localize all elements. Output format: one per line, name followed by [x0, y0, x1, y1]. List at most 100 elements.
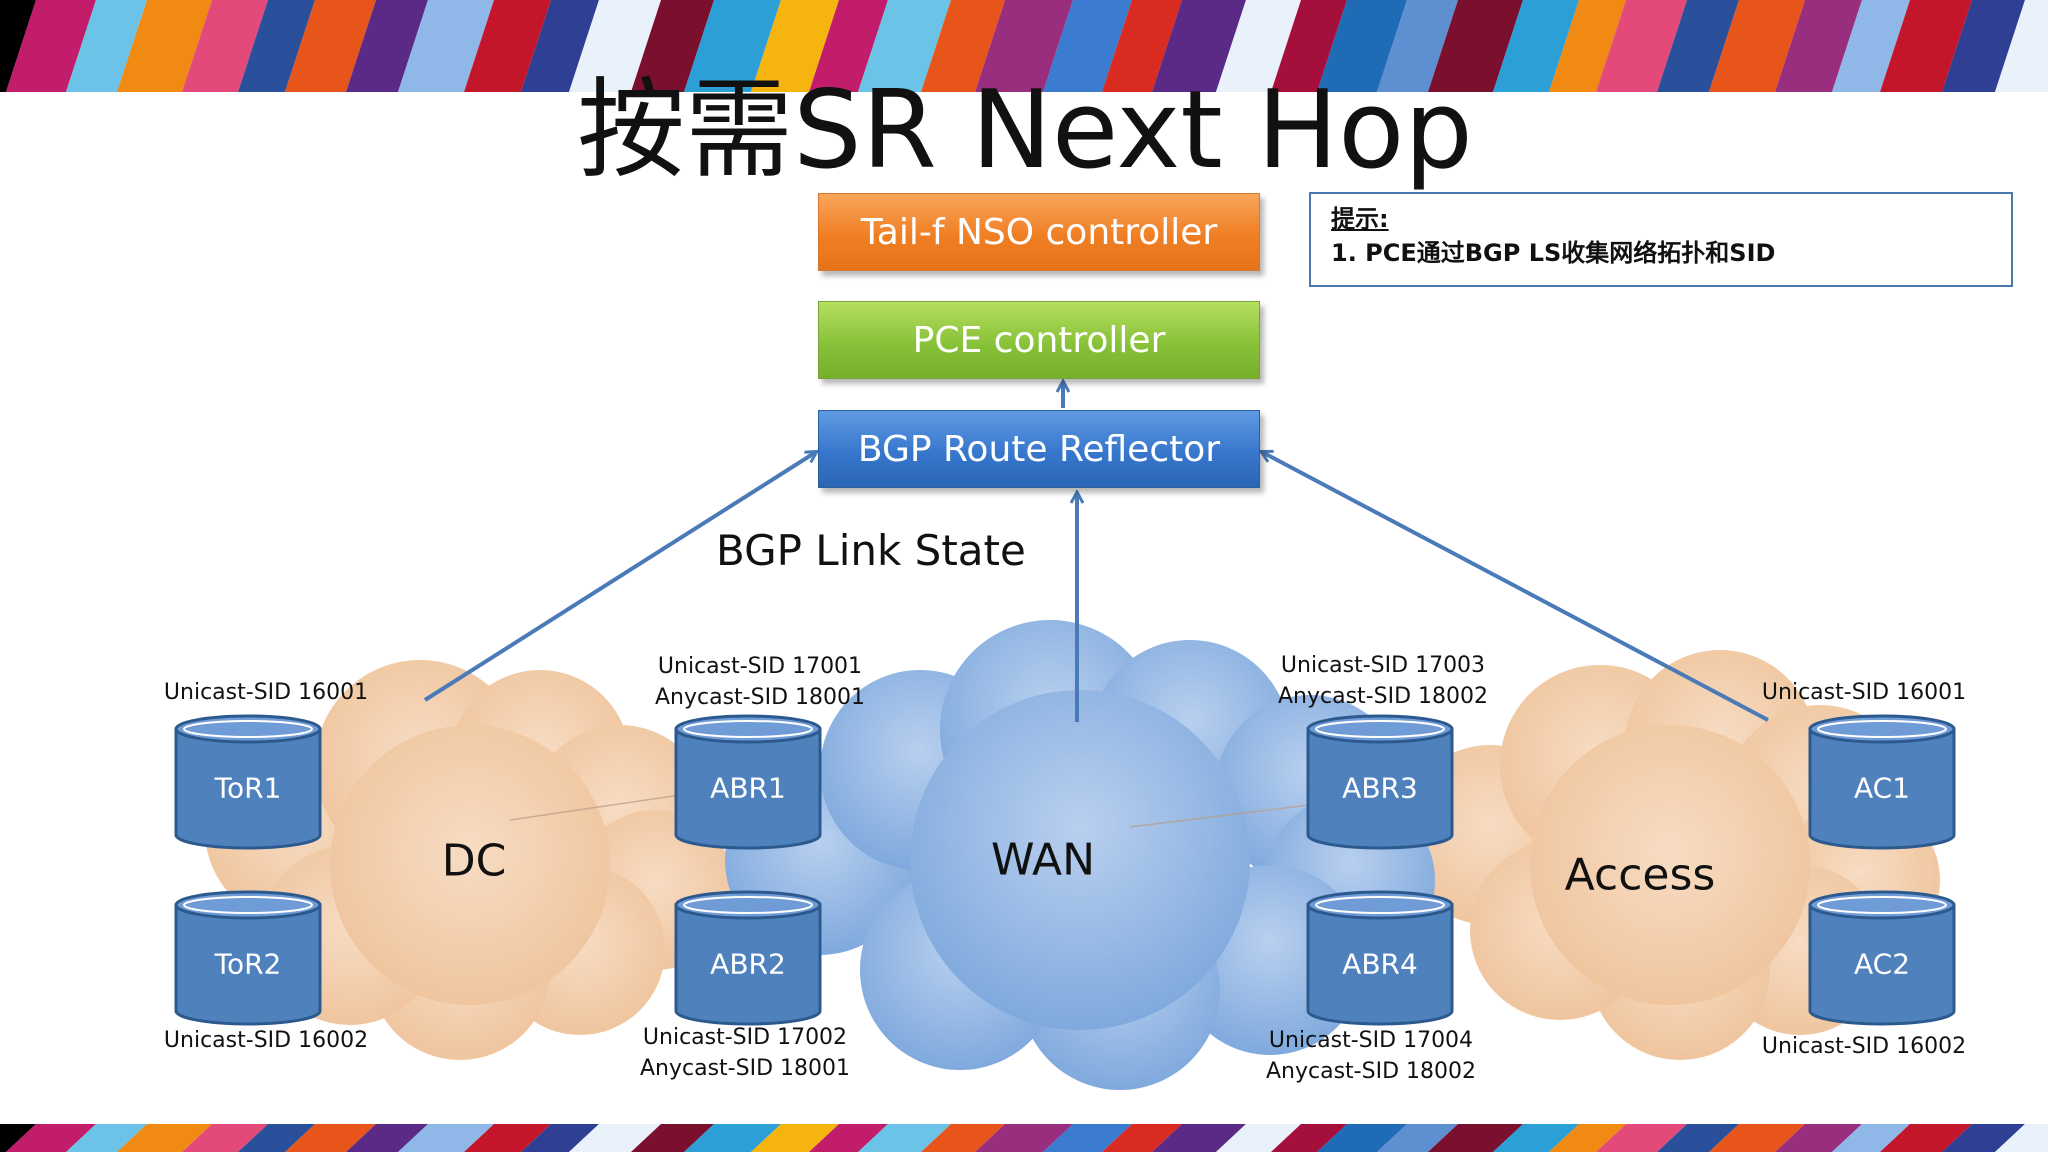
stripe-segment: [346, 1124, 428, 1152]
stripe-segment: [858, 0, 951, 92]
sid-abr4-anycast: Anycast-SID 18002: [1266, 1059, 1476, 1084]
stripe-segment: [1043, 1124, 1132, 1152]
stripe-segment: [66, 1124, 147, 1152]
stripe-segment: [1942, 1124, 2025, 1152]
stripe-segment: [66, 0, 147, 92]
stripe-segment: [1549, 0, 1626, 92]
arrow-access-to-rr: [1262, 452, 1769, 722]
sid-abr4-unicast: Unicast-SID 17004: [1268, 1028, 1474, 1053]
cylinder-ac2: [1808, 890, 1956, 1026]
sid-ac1: Unicast-SID 16001: [1761, 680, 1967, 705]
stripe-segment: [1880, 0, 1972, 92]
node-abr2: ABR2: [710, 947, 786, 981]
stripe-segment: [684, 0, 781, 92]
internal-links: [509, 794, 1311, 828]
sid-abr3-anycast: Anycast-SID 18002: [1278, 684, 1488, 709]
stripe-segment: [182, 1124, 268, 1152]
node-tor1: ToR1: [214, 771, 282, 805]
stripe-segment: [398, 0, 494, 92]
stripe-segment: [238, 1124, 315, 1152]
stripe-segment: [1880, 1124, 1972, 1152]
stripe-segment: [569, 0, 661, 92]
stripe-segment: [1709, 1124, 1805, 1152]
stripe-segment: [809, 1124, 888, 1152]
stripe-segment: [1657, 1124, 1739, 1152]
stripe-segment: [1271, 1124, 1347, 1152]
stripe-segment: [631, 0, 714, 92]
sid-abr2-unicast: Unicast-SID 17002: [642, 1025, 848, 1050]
access-label: Access: [1564, 849, 1716, 901]
sid-abr1-anycast: Anycast-SID 18001: [655, 685, 865, 710]
stripe-segment: [1942, 0, 2025, 92]
stripe-segment: [809, 0, 888, 92]
page-title: 按需SR Next Hop: [577, 68, 1473, 193]
stripe-segment: [858, 1124, 951, 1152]
stripe-segment: [1549, 1124, 1626, 1152]
stripe-segment: [1995, 0, 2048, 92]
node-abr3: ABR3: [1342, 771, 1418, 805]
node-tor2: ToR2: [214, 947, 282, 981]
stripe-segment: [238, 0, 315, 92]
stripe-segment: [285, 0, 376, 92]
dc-cloud: [205, 660, 735, 1060]
stripe-segment: [684, 1124, 781, 1152]
stripe-segment: [1832, 0, 1910, 92]
cylinder-abr2: [674, 890, 822, 1026]
hint-title: 提示:: [1331, 205, 1389, 233]
stripe-segment: [117, 0, 212, 92]
route-reflector-box: BGP Route Reflector: [818, 410, 1260, 488]
stripe-segment: [1216, 1124, 1301, 1152]
cylinder-abr4: [1306, 890, 1454, 1026]
stripe-segment: [0, 0, 36, 92]
wan-label: WAN: [990, 834, 1096, 886]
sid-abr4: Unicast-SID 17004 Anycast-SID 18002: [1266, 1025, 1476, 1087]
router-nodes: [174, 714, 1956, 1026]
stripe-segment: [1657, 0, 1739, 92]
stripe-segment: [1428, 1124, 1523, 1152]
stripe-segment: [464, 1124, 551, 1152]
stripe-segment: [631, 1124, 714, 1152]
stripe-segment: [1271, 0, 1347, 92]
bottom-color-stripe: [0, 1124, 2048, 1152]
node-abr1: ABR1: [710, 771, 786, 805]
cylinder-tor1: [174, 714, 322, 850]
cylinder-abr1: [674, 714, 822, 850]
stripe-segment: [464, 0, 551, 92]
stripe-segment: [0, 1124, 36, 1152]
sid-abr1-unicast: Unicast-SID 17001: [657, 654, 863, 679]
stripe-segment: [975, 0, 1073, 92]
sid-tor1: Unicast-SID 16001: [163, 680, 369, 705]
stripe-segment: [569, 1124, 661, 1152]
stripe-segment: [1152, 0, 1246, 92]
stripe-segment: [1216, 0, 1301, 92]
cylinder-ac1: [1808, 714, 1956, 850]
stripe-segment: [1775, 1124, 1862, 1152]
stripe-segment: [182, 0, 268, 92]
stripe-segment: [751, 1124, 839, 1152]
stripe-segment: [521, 1124, 599, 1152]
stripe-segment: [117, 1124, 212, 1152]
bgp-link-state-label: BGP Link State: [716, 526, 1026, 575]
stripe-segment: [346, 0, 428, 92]
sid-abr3-unicast: Unicast-SID 17003: [1280, 653, 1486, 678]
arrow-dc-to-rr: [423, 452, 816, 702]
stripe-segment: [1832, 1124, 1910, 1152]
hint-item: 1. PCE通过BGP LS收集网络拓扑和SID: [1331, 239, 1776, 267]
nso-controller-box: Tail-f NSO controller: [818, 193, 1260, 271]
stripe-segment: [1775, 0, 1862, 92]
cylinder-abr3: [1306, 714, 1454, 850]
stripe-segment: [1995, 1124, 2048, 1152]
stripe-segment: [1377, 1124, 1458, 1152]
stripe-segment: [1709, 0, 1805, 92]
stripe-segment: [1428, 0, 1523, 92]
stripe-segment: [1152, 1124, 1246, 1152]
bgp-ls-arrows: [423, 382, 1769, 722]
stripe-segment: [285, 1124, 376, 1152]
node-ac1: AC1: [1853, 771, 1911, 805]
cylinder-tor2: [174, 890, 322, 1026]
stripe-segment: [1102, 0, 1182, 92]
stripe-segment: [921, 0, 1005, 92]
stripe-segment: [1493, 1124, 1579, 1152]
top-color-stripe: [0, 0, 2048, 92]
